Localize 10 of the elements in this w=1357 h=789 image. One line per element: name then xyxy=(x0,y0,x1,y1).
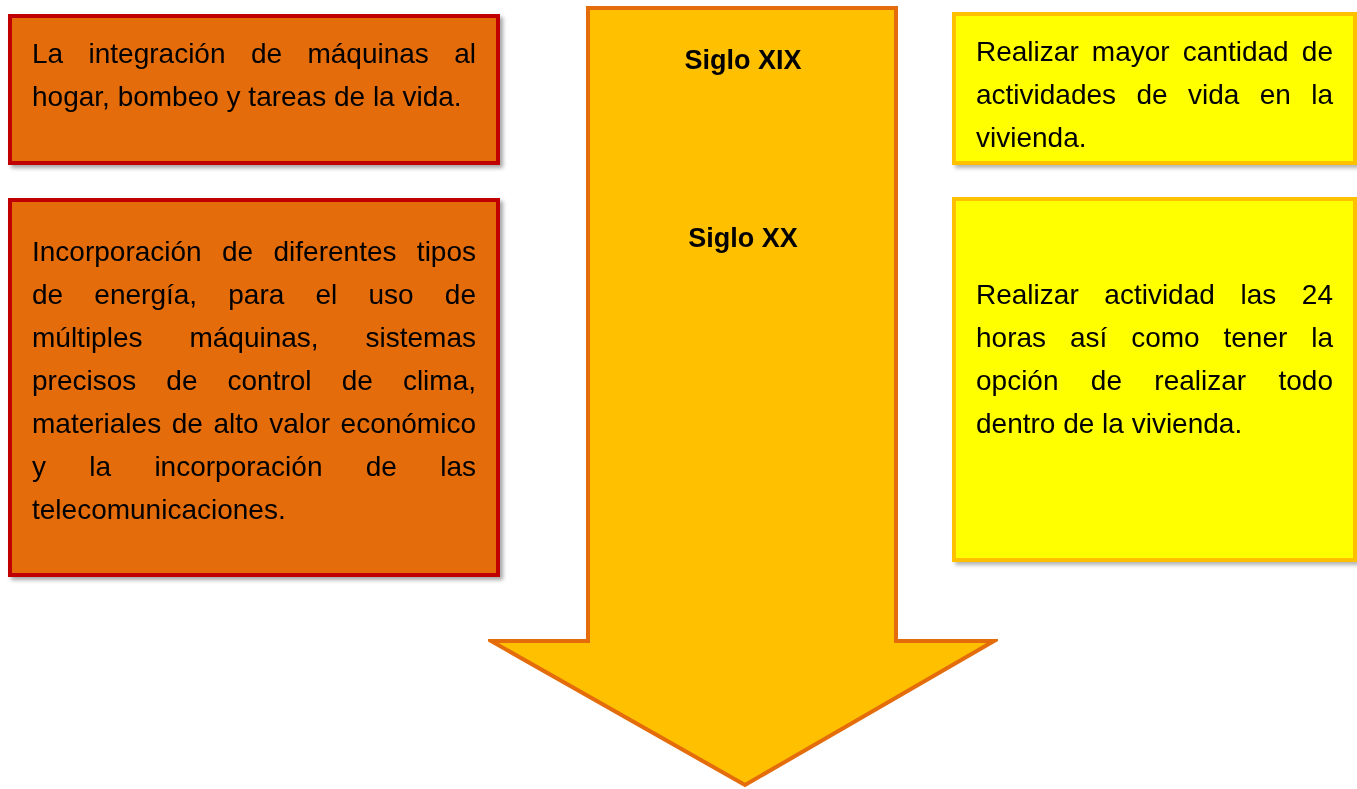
description-text: Realizar actividad las 24 horas así como tener la opción de realizar todo dentro de la vivienda. xyxy=(976,278,1333,441)
description-text: Realizar mayor cantidad de actividades de vida en la vivienda. xyxy=(976,35,1333,155)
description-text: Incorporación de diferentes tipos de energía, para el uso de múltiples máquinas, sistemas precisos de control de clima, materiales de alto valor económico y la incorporación de las telecomunicaciones. xyxy=(32,235,476,527)
century-label: Siglo XX xyxy=(687,222,799,255)
description-text: La integración de máquinas al hogar, bombeo y tareas de la vida. xyxy=(32,37,476,114)
text-box xyxy=(952,12,1357,165)
text-box xyxy=(952,197,1357,562)
text-box xyxy=(8,198,500,577)
century-label: Siglo XIX xyxy=(683,44,803,77)
text-box xyxy=(8,14,500,165)
